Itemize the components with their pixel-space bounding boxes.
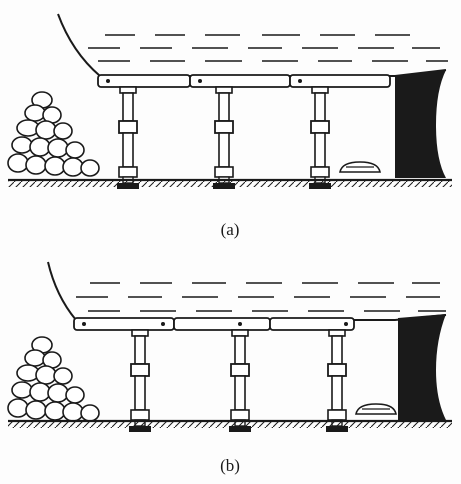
jack-a-3 — [308, 86, 332, 190]
ground-b — [8, 419, 452, 428]
caption-a: (a) — [221, 220, 240, 239]
panel-a: (a) — [7, 13, 452, 239]
jack-b-2 — [228, 329, 252, 433]
dark-wall-b — [398, 314, 446, 420]
jack-b-1 — [128, 329, 152, 433]
bottom-beam-a — [97, 74, 391, 88]
panel-b: (b) — [7, 261, 452, 475]
jack-a-2 — [212, 86, 236, 190]
rock-pile-b — [7, 336, 100, 422]
ground-a — [8, 178, 452, 187]
rock-pile-a — [7, 91, 100, 177]
water-lines-a — [88, 34, 448, 62]
jack-a-1 — [116, 86, 140, 190]
small-block-a — [339, 161, 381, 173]
jack-b-3 — [325, 329, 349, 433]
vessel-hull-a — [57, 13, 447, 77]
bottom-beam-b — [73, 317, 355, 331]
caption-b: (b) — [220, 456, 240, 475]
dark-wall-a — [395, 70, 446, 178]
water-lines-b — [76, 282, 446, 312]
small-block-b — [355, 403, 397, 415]
